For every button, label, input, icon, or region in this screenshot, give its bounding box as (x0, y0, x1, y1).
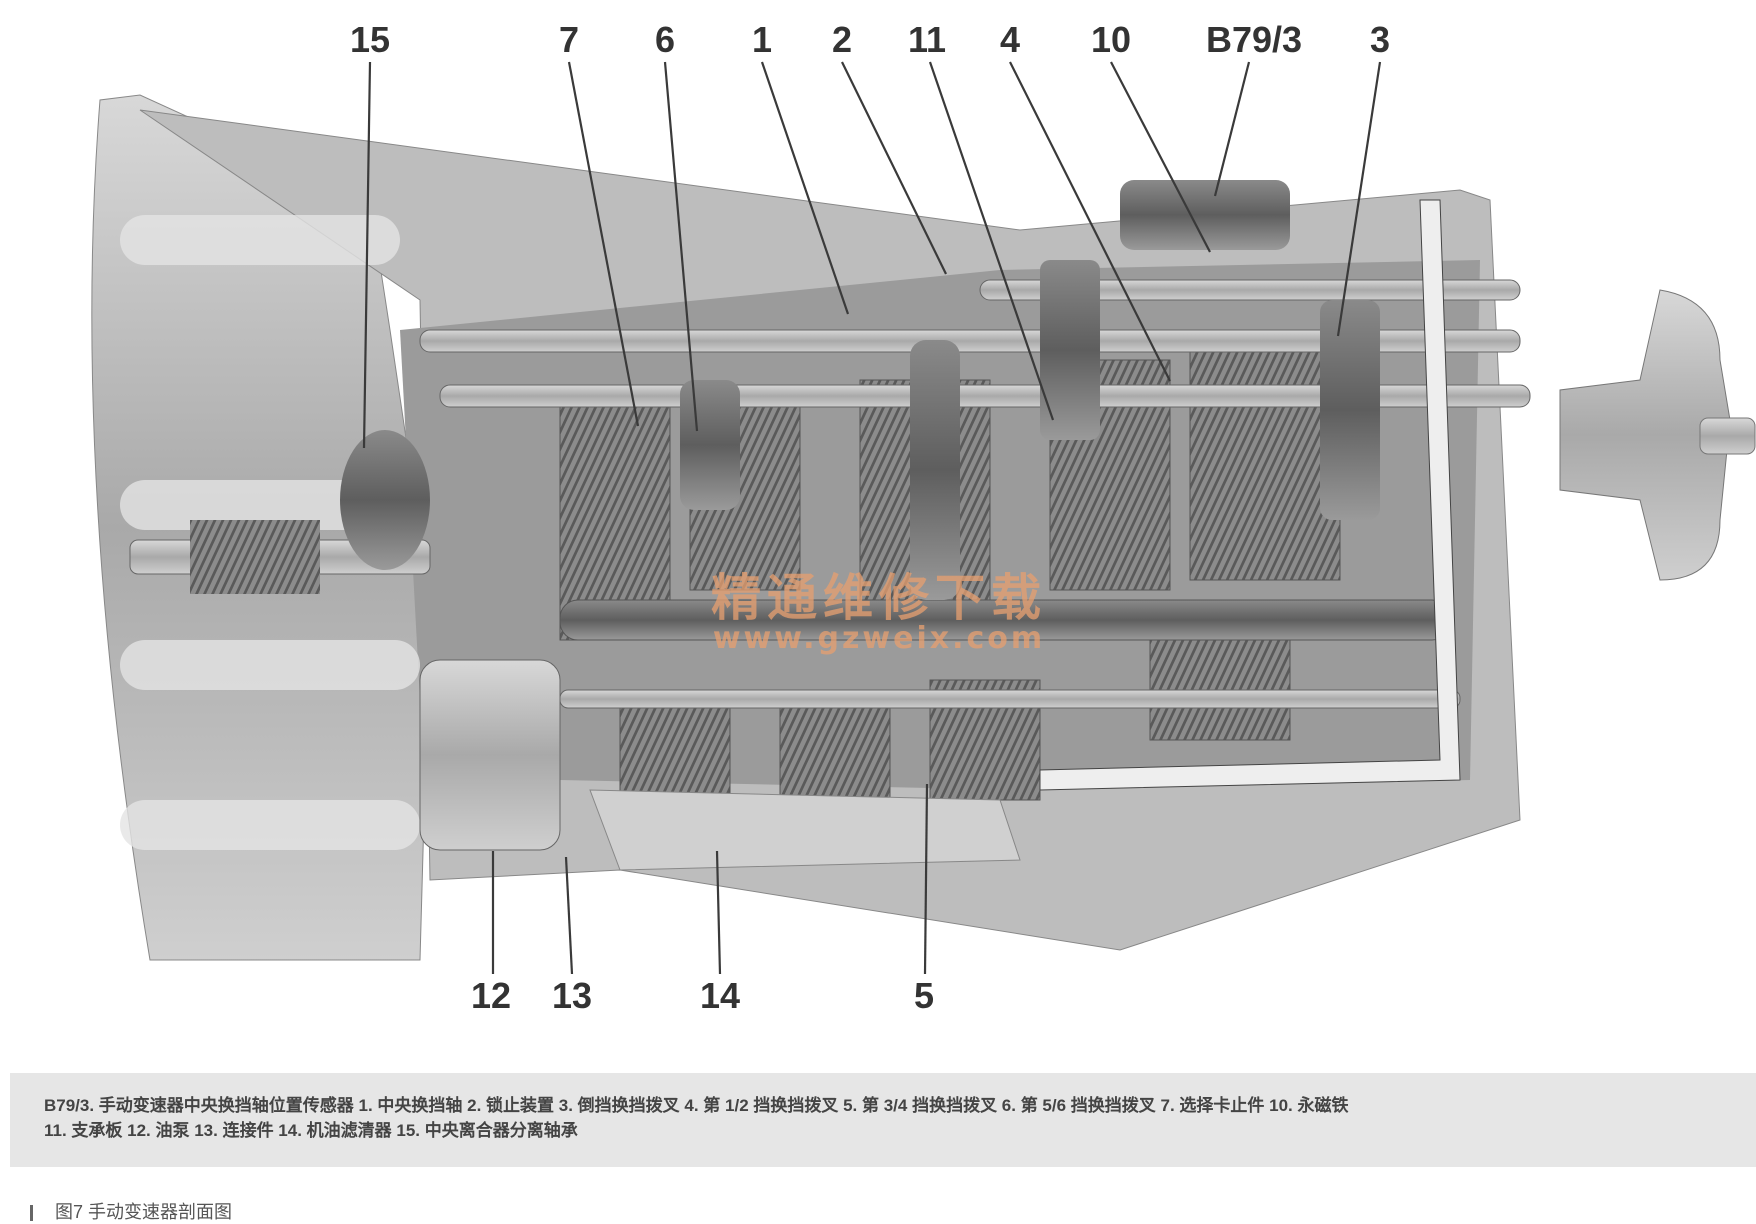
legend-caption: B79/3. 手动变速器中央换挡轴位置传感器 1. 中央换挡轴 2. 锁止装置 … (10, 1073, 1756, 1167)
callout-1: 1 (752, 19, 772, 60)
legend-line-1: B79/3. 手动变速器中央换挡轴位置传感器 1. 中央换挡轴 2. 锁止装置 … (44, 1096, 1349, 1115)
callout-10: 10 (1091, 19, 1131, 60)
figure-title-text: 图7 手动变速器剖面图 (55, 1202, 233, 1222)
callout-13: 13 (552, 975, 592, 1016)
legend-line-2: 11. 支承板 12. 油泵 13. 连接件 14. 机油滤清器 15. 中央离… (44, 1121, 578, 1140)
callout-15: 15 (350, 19, 390, 60)
callout-b79-3: B79/3 (1206, 19, 1302, 60)
transmission-cutaway-diagram: 精通维修下载 www.gzweix.com 15 7 6 1 2 11 4 10… (91, 19, 1756, 1016)
callout-11: 11 (908, 19, 946, 60)
callout-14: 14 (700, 975, 740, 1016)
transmission-illustration (91, 94, 1756, 961)
callout-12: 12 (471, 975, 511, 1016)
figure-title-marker (30, 1205, 33, 1222)
watermark-title: 精通维修下载 (711, 569, 1047, 627)
watermark-url: www.gzweix.com (713, 621, 1045, 656)
callout-3: 3 (1370, 19, 1390, 60)
callout-labels: 15 7 6 1 2 11 4 10 B79/3 3 12 13 14 5 (350, 19, 1390, 1016)
callout-6: 6 (655, 19, 675, 60)
callout-7: 7 (559, 19, 579, 60)
leader-lines (362, 61, 1382, 975)
callout-2: 2 (832, 19, 852, 60)
watermark: 精通维修下载 www.gzweix.com (711, 569, 1047, 656)
callout-5: 5 (914, 975, 934, 1016)
callout-4: 4 (1000, 19, 1020, 60)
figure-title: 图7 手动变速器剖面图 (30, 1198, 232, 1224)
